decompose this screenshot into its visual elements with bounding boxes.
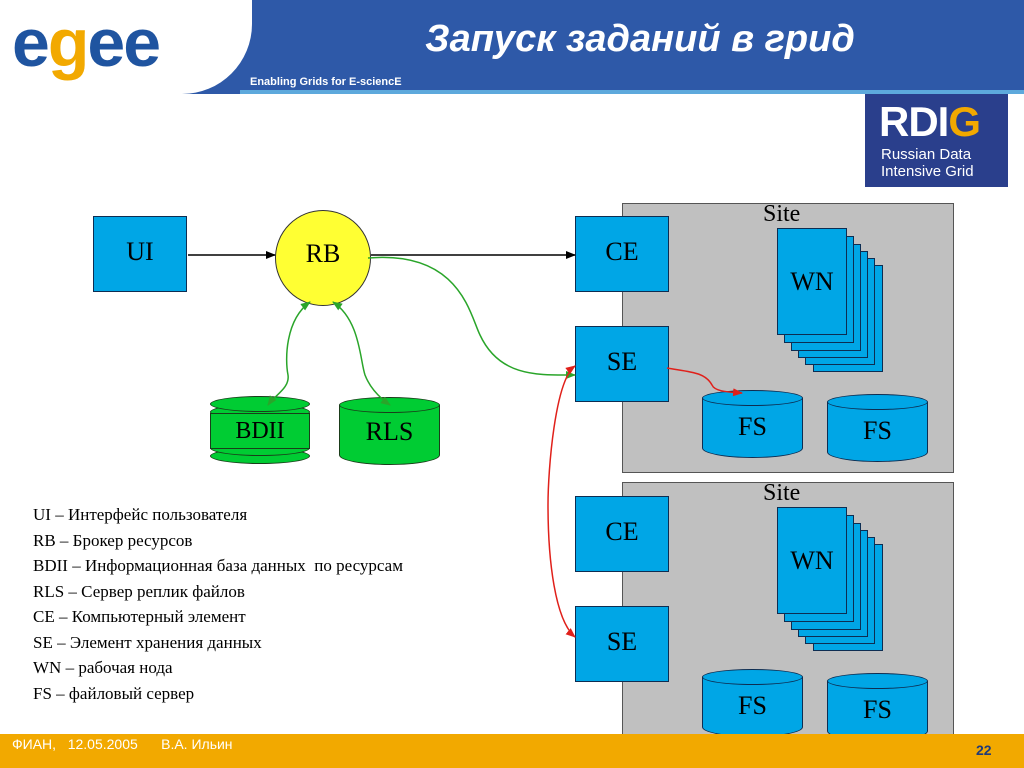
fs-node-1a: FS (702, 390, 803, 458)
arrow-rb-rls (332, 301, 391, 406)
legend-item: RB – Брокер ресурсов (33, 530, 193, 550)
header-rule (240, 90, 1024, 94)
slide-title: Запуск заданий в грид (425, 18, 855, 60)
page-number: 22 (976, 742, 992, 758)
rdig-logo-subtitle: Russian Data Intensive Grid (881, 146, 974, 180)
ui-node: UI (93, 216, 187, 292)
arrow-se-se (547, 365, 576, 638)
bdii-label: BDII (210, 413, 310, 449)
fs-node-2a: FS (702, 669, 803, 737)
se-node-2: SE (575, 606, 669, 682)
egee-logo-text: egee (12, 5, 161, 81)
arrow-rb-bdii (267, 301, 311, 406)
bdii-disc (210, 396, 310, 414)
arrow-rb-se (367, 256, 576, 380)
legend-item: CE – Компьютерный элемент (33, 607, 246, 626)
wn-node-1: WN (777, 228, 847, 335)
legend-item: WN – рабочая нода (33, 658, 173, 677)
legend-item: RLS – Сервер реплик файлов (33, 581, 245, 601)
fs-node-2b: FS (827, 673, 928, 741)
rb-node: RB (275, 210, 371, 306)
se-node-1: SE (575, 326, 669, 402)
wn-node-2: WN (777, 507, 847, 614)
legend-item: FS – файловый сервер (33, 683, 195, 703)
rdig-logo-main: RDIG (879, 98, 981, 145)
rls-node: RLS (339, 397, 440, 465)
legend-item: BDII – Информационная база данных по рес… (33, 556, 403, 575)
footer-bar (0, 734, 1024, 768)
footer-info: ФИАН, 12.05.2005 В.А. Ильин (12, 736, 233, 752)
ce-node-1: CE (575, 216, 669, 292)
ce-node-2: CE (575, 496, 669, 572)
tagline: Enabling Grids for E-sciencE (250, 76, 402, 88)
site-label: Site (763, 201, 801, 227)
legend: UI – Интерфейс пользователя RB – Брокер … (33, 502, 403, 706)
site-label: Site (763, 480, 801, 506)
rdig-logo: RDIG Russian Data Intensive Grid (865, 94, 1008, 187)
legend-item: UI – Интерфейс пользователя (33, 505, 248, 524)
fs-node-1b: FS (827, 394, 928, 462)
legend-item: SE – Элемент хранения данных (33, 632, 262, 652)
egee-logo: egee (0, 0, 252, 94)
